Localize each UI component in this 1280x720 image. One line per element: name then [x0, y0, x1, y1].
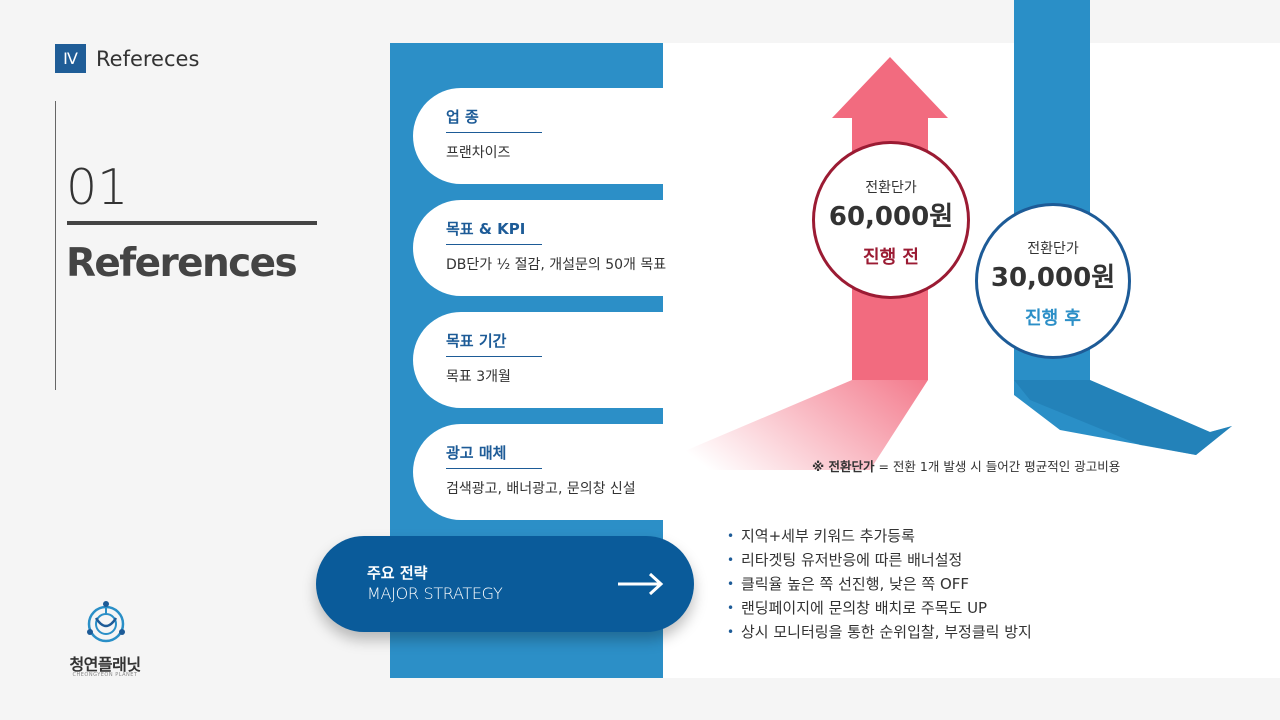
list-item: 지역+세부 키워드 추가등록 — [727, 524, 1032, 548]
after-label: 전환단가 — [1027, 241, 1079, 257]
card-kpi: 목표 & KPI DB단가 ½ 절감, 개설문의 50개 목표 — [413, 200, 667, 296]
note-text: = 전환 1개 발생 시 들어간 평균적인 광고비용 — [874, 459, 1121, 474]
strategy-pill: 주요 전략 MAJOR STRATEGY — [316, 536, 694, 632]
card-title: 목표 기간 — [446, 332, 507, 350]
card-value: DB단가 ½ 절감, 개설문의 50개 목표 — [446, 257, 667, 273]
before-amount: 60,000원 — [828, 202, 954, 232]
card-title: 목표 & KPI — [446, 220, 526, 238]
strategy-title-en: MAJOR STRATEGY — [367, 584, 503, 603]
strategy-list: 지역+세부 키워드 추가등록 리타겟팅 유저반응에 따른 배너설정 클릭율 높은… — [727, 524, 1032, 644]
section-name: Refereces — [96, 47, 200, 71]
strategy-title-ko: 주요 전략 — [367, 564, 428, 582]
note-prefix: ※ 전환단가 — [812, 459, 875, 474]
card-divider — [446, 356, 542, 357]
arrow-right-icon — [618, 572, 664, 596]
card-value: 목표 3개월 — [446, 369, 511, 385]
before-label: 전환단가 — [865, 180, 917, 196]
logo-name: 청연플래닛 — [69, 655, 141, 674]
card-industry: 업 종 프랜차이즈 — [413, 88, 663, 184]
card-divider — [446, 244, 542, 245]
after-circle: 전환단가 30,000원 진행 후 — [975, 203, 1131, 359]
vertical-divider — [55, 101, 56, 390]
list-item: 클릭율 높은 쪽 선진행, 낮은 쪽 OFF — [727, 572, 1032, 596]
logo-mark-icon — [87, 601, 125, 643]
list-item: 리타겟팅 유저반응에 따른 배너설정 — [727, 548, 1032, 572]
list-item: 랜딩페이지에 문의창 배치로 주목도 UP — [727, 596, 1032, 620]
title-underline — [67, 221, 317, 225]
section-badge: Ⅳ — [55, 44, 86, 73]
card-divider — [446, 132, 542, 133]
section-number: 01 — [66, 159, 129, 216]
card-title: 업 종 — [446, 108, 479, 126]
page-title: References — [66, 241, 298, 286]
card-media: 광고 매체 검색광고, 배너광고, 문의창 신설 — [413, 424, 663, 520]
card-divider — [446, 468, 542, 469]
after-amount: 30,000원 — [990, 263, 1116, 293]
before-status: 진행 전 — [863, 247, 919, 268]
before-circle: 전환단가 60,000원 진행 전 — [812, 141, 970, 299]
logo-subtitle: CHEONGYEON PLANET — [72, 672, 138, 678]
card-value: 검색광고, 배너광고, 문의창 신설 — [446, 481, 636, 497]
company-logo: 청연플래닛 CHEONGYEON PLANET — [55, 600, 155, 680]
after-status: 진행 후 — [1025, 308, 1081, 329]
card-period: 목표 기간 목표 3개월 — [413, 312, 663, 408]
card-value: 프랜차이즈 — [446, 145, 511, 161]
down-arrow-bend-shade — [1014, 380, 1232, 455]
arrow-shadow — [640, 380, 928, 470]
list-item: 상시 모니터링을 통한 순위입찰, 부정클릭 방지 — [727, 620, 1032, 644]
definition-note: ※ 전환단가 = 전환 1개 발생 시 들어간 평균적인 광고비용 — [812, 456, 1120, 475]
card-title: 광고 매체 — [446, 444, 507, 462]
